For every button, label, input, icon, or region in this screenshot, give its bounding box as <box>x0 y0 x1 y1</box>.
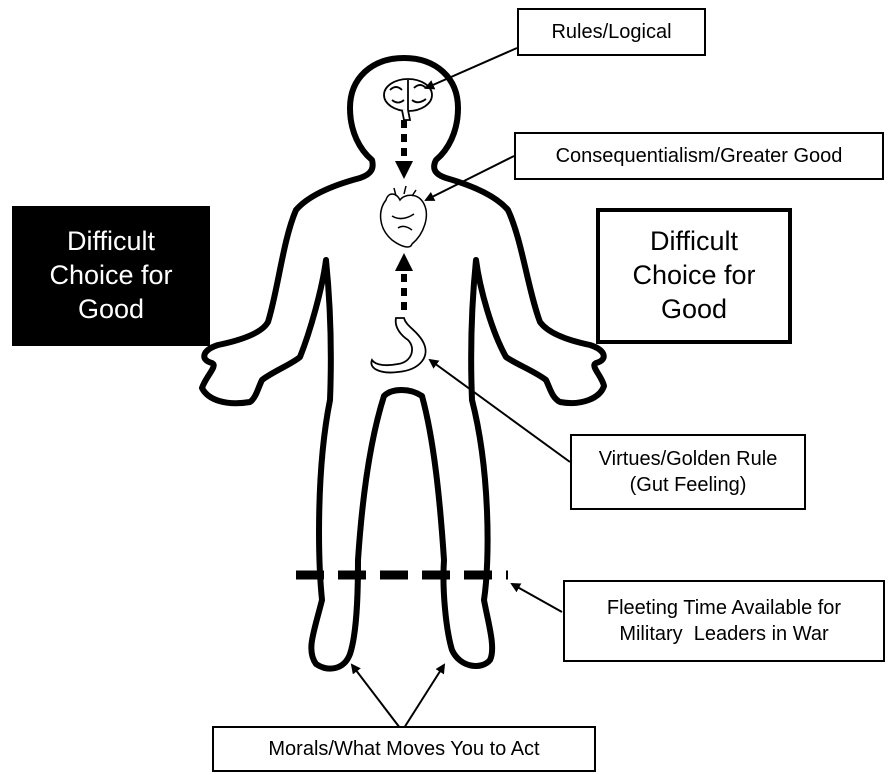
fleeting-time-label-box: Fleeting Time Available for Military Lea… <box>563 580 885 662</box>
fleeting-time-label-line: Military Leaders in War <box>619 621 828 647</box>
morals-label-box: Morals/What Moves You to Act <box>212 726 596 772</box>
choice-right-line: Difficult <box>650 225 738 259</box>
virtues-label-box: Virtues/Golden Rule (Gut Feeling) <box>570 434 806 510</box>
rules-label-box: Rules/Logical <box>517 8 706 56</box>
morals-label: Morals/What Moves You to Act <box>268 736 539 762</box>
choice-right-line: Good <box>661 293 727 327</box>
morals-right-pointer-arrow <box>404 665 444 728</box>
choice-left-box: Difficult Choice for Good <box>12 206 210 346</box>
consequentialism-label-box: Consequentialism/Greater Good <box>514 132 884 180</box>
consequentialism-label: Consequentialism/Greater Good <box>556 143 843 169</box>
choice-right-line: Choice for <box>632 259 755 293</box>
virtues-label-line: (Gut Feeling) <box>630 472 747 498</box>
morals-left-pointer-arrow <box>352 665 400 728</box>
choice-left-line: Difficult <box>67 225 155 259</box>
virtues-label-line: Virtues/Golden Rule <box>599 446 778 472</box>
fleeting-pointer-arrow <box>512 584 562 612</box>
fleeting-time-label-line: Fleeting Time Available for <box>607 595 841 621</box>
rules-label: Rules/Logical <box>551 19 671 45</box>
choice-left-line: Good <box>78 293 144 327</box>
choice-right-box: Difficult Choice for Good <box>596 208 792 344</box>
choice-left-line: Choice for <box>49 259 172 293</box>
